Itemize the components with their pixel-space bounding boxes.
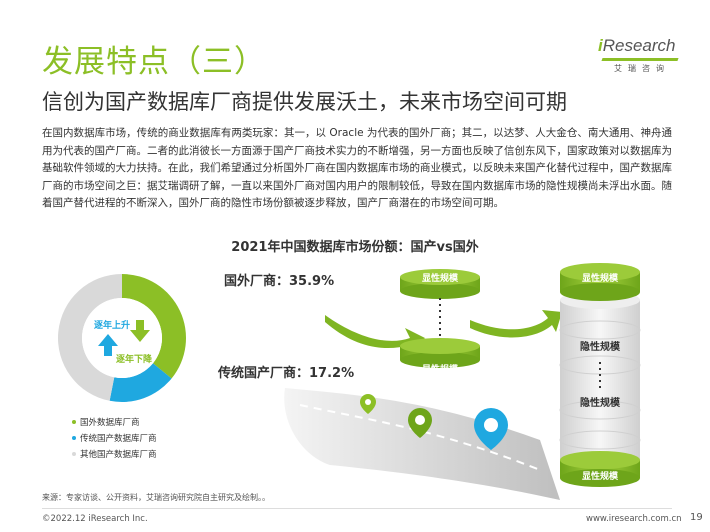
pie-slice-foreign — [122, 274, 186, 379]
domestic-share-label: 传统国产厂商：17.2% — [218, 366, 355, 381]
footer-divider — [42, 508, 672, 509]
middle-bottom-cylinder — [400, 338, 480, 368]
legend-item-other: 其他国产数据库厂商 — [72, 446, 157, 462]
body-paragraph: 在国内数据库市场，传统的商业数据库有两类玩家：其一，以 Oracle 为代表的国… — [42, 127, 672, 210]
iresearch-logo: iResearch 艾瑞咨询 — [598, 36, 680, 76]
up-arrow-icon — [98, 334, 118, 356]
road-dash-line — [299, 404, 541, 471]
right-top-label: 显性规模 — [582, 272, 619, 284]
logo-subtitle: 艾瑞咨询 — [614, 64, 670, 73]
website: www.iresearch.com.cn — [586, 514, 682, 524]
pin-icon-medium — [408, 408, 432, 438]
logo-wordmark: iResearch — [598, 36, 676, 55]
pie-center — [82, 298, 162, 378]
pin-icon-large — [474, 408, 508, 450]
right-hidden-label-2: 隐性规模 — [580, 396, 621, 409]
page-number: 19 — [690, 512, 703, 523]
middle-top-label: 显性规模 — [422, 272, 459, 284]
pie-slice-other — [58, 274, 122, 401]
arrow-to-middle-cylinder — [325, 315, 425, 352]
foreign-share-label: 国外厂商：35.9% — [224, 274, 335, 289]
copyright: ©2022.12 iResearch Inc. — [42, 514, 148, 524]
right-hidden-label-1: 隐性规模 — [580, 340, 621, 353]
source-note: 来源：专家访谈、公开资料，艾瑞咨询研究院自主研究及绘制。。 — [42, 493, 270, 502]
pie-slice-domestic — [109, 363, 172, 402]
middle-bottom-label: 显性规模 — [422, 363, 459, 375]
legend-dot-foreign — [72, 420, 76, 424]
right-bottom-label: 显性规模 — [582, 470, 619, 482]
middle-top-cylinder — [400, 269, 480, 299]
center-text-up: 逐年上升 — [94, 319, 130, 331]
arrow-to-right-cylinder — [470, 310, 562, 338]
legend-item-domestic: 传统国产数据库厂商 — [72, 430, 157, 446]
page-subtitle: 信创为国产数据库厂商提供发展沃土，未来市场空间可期 — [42, 90, 567, 114]
legend-item-foreign: 国外数据库厂商 — [72, 414, 157, 430]
right-bottom-cylinder — [560, 451, 640, 487]
road-shape — [284, 388, 560, 500]
page-title: 发展特点（三） — [42, 44, 266, 80]
center-text-down: 逐年下降 — [116, 353, 153, 365]
legend-dot-domestic — [72, 436, 76, 440]
pin-icon-small — [360, 394, 376, 414]
legend-dot-other — [72, 452, 76, 456]
chart-title: 2021年中国数据库市场份额：国产vs国外 — [231, 240, 479, 255]
down-arrow-icon — [130, 320, 150, 342]
right-top-cylinder — [560, 263, 640, 301]
chart-legend: 国外数据库厂商 传统国产数据库厂商 其他国产数据库厂商 — [72, 414, 157, 462]
